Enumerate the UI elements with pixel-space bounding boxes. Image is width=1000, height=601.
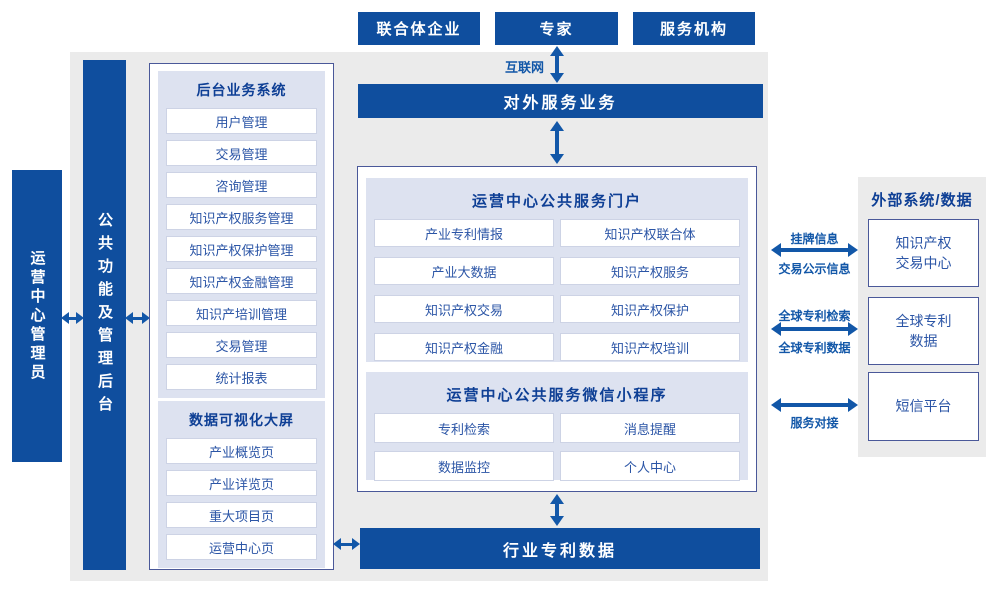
arrow-global-patent-data	[771, 322, 858, 336]
external-system-ip-trade-center: 知识产权 交易中心	[868, 219, 979, 287]
external-service-bar: 对外服务业务	[358, 84, 763, 118]
arrow-backend-system	[125, 311, 150, 325]
portal-item-ip-training: 知识产权培训	[560, 333, 740, 361]
miniprogram-panel: 运营中心公共服务微信小程序 专利检索 消息提醒 数据监控 个人中心	[366, 372, 748, 481]
portal-item-ip-finance: 知识产权金融	[374, 333, 554, 361]
dashboard-item-operation-center: 运营中心页	[166, 534, 317, 560]
link-label-listing-info: 挂牌信息	[790, 232, 839, 246]
dashboard-item-industry-overview: 产业概览页	[166, 438, 317, 464]
portal-item-industry-bigdata: 产业大数据	[374, 257, 554, 285]
backend-system-title: 后台业务系统	[196, 82, 287, 98]
backend-item-ip-service-mgmt: 知识产权服务管理	[166, 204, 317, 230]
external-panel-title: 外部系统/数据	[871, 192, 973, 209]
portal-item-ip-consortium: 知识产权联合体	[560, 219, 740, 247]
backend-item-user-mgmt: 用户管理	[166, 108, 317, 134]
portal-item-ip-trade: 知识产权交易	[374, 295, 554, 323]
actor-expert: 专家	[495, 12, 618, 45]
actor-consortium-enterprise: 联合体企业	[358, 12, 480, 45]
backend-item-trade-mgmt: 交易管理	[166, 140, 317, 166]
portal-title: 运营中心公共服务门户	[471, 193, 642, 210]
link-label-global-patent-data: 全球专利数据	[778, 341, 851, 355]
arrow-sms-platform	[771, 398, 858, 412]
backend-item-statistics-report: 统计报表	[166, 364, 317, 390]
dashboard-title: 数据可视化大屏	[189, 412, 294, 428]
backend-item-ip-protection-mgmt: 知识产权保护管理	[166, 236, 317, 262]
external-system-sms-platform: 短信平台	[868, 372, 979, 441]
arrow-dashboard-industry-data	[333, 537, 360, 551]
arrow-external-service-center	[550, 121, 564, 164]
external-system-global-patent-data: 全球专利 数据	[868, 297, 979, 365]
portal-item-industry-patent-intel: 产业专利情报	[374, 219, 554, 247]
miniprogram-item-personal-center: 个人中心	[560, 451, 740, 481]
backend-item-consult-mgmt: 咨询管理	[166, 172, 317, 198]
dashboard-item-major-project: 重大项目页	[166, 502, 317, 528]
actor-service-agency: 服务机构	[633, 12, 755, 45]
backend-system-panel: 后台业务系统 用户管理 交易管理 咨询管理 知识产权服务管理 知识产权保护管理 …	[158, 71, 325, 398]
backend-item-trade-mgmt-2: 交易管理	[166, 332, 317, 358]
link-label-trade-publicity: 交易公示信息	[778, 262, 851, 276]
internet-label: 互联网	[504, 60, 544, 75]
arrow-center-industry-data	[550, 494, 564, 526]
link-label-service-connect: 服务对接	[790, 416, 839, 430]
miniprogram-item-patent-search: 专利检索	[374, 413, 554, 443]
arrow-actors-external-service	[550, 46, 564, 83]
public-function-backend: 公共功能及管理后台	[83, 60, 126, 570]
portal-panel: 运营中心公共服务门户 产业专利情报 知识产权联合体 产业大数据 知识产权服务 知…	[366, 178, 748, 362]
miniprogram-item-message-remind: 消息提醒	[560, 413, 740, 443]
miniprogram-title: 运营中心公共服务微信小程序	[446, 387, 668, 404]
arrow-ip-trade-center	[771, 243, 858, 257]
portal-item-ip-service: 知识产权服务	[560, 257, 740, 285]
industry-patent-data-bar: 行业专利数据	[360, 528, 760, 569]
operation-center-admin: 运营中心管理员	[12, 170, 62, 462]
backend-item-ip-training-mgmt: 知识产培训管理	[166, 300, 317, 326]
dashboard-panel: 数据可视化大屏 产业概览页 产业详览页 重大项目页 运营中心页	[158, 401, 325, 568]
portal-item-ip-protection: 知识产权保护	[560, 295, 740, 323]
miniprogram-item-data-monitor: 数据监控	[374, 451, 554, 481]
backend-item-ip-finance-mgmt: 知识产权金融管理	[166, 268, 317, 294]
arrow-admin-backend	[61, 311, 84, 325]
link-label-global-patent-search: 全球专利检索	[778, 309, 851, 323]
dashboard-item-industry-detail: 产业详览页	[166, 470, 317, 496]
